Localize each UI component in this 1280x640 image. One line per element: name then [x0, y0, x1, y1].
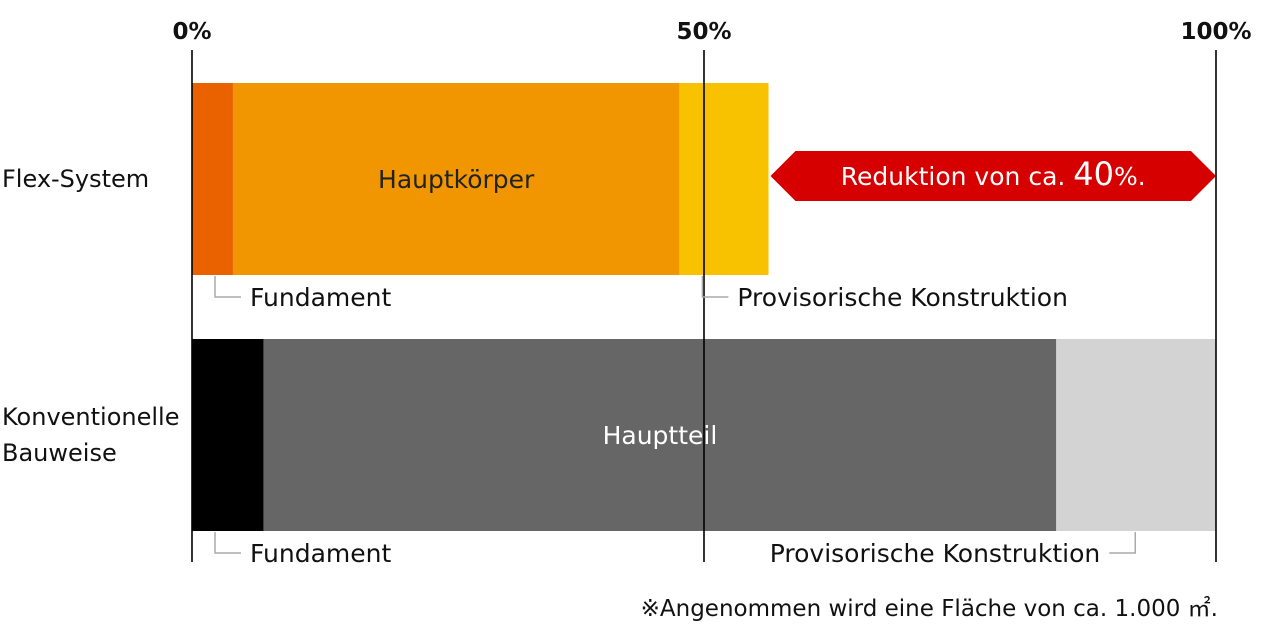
gridlines	[191, 50, 1217, 562]
callout-label-flex-provisorisch: Provisorische Konstruktion	[737, 283, 1068, 312]
reduction-text: Reduktion von ca. 40%.	[841, 155, 1146, 193]
callout-label-conv-provisorisch: Provisorische Konstruktion	[770, 539, 1101, 568]
footnote: ※Angenommen wird eine Fläche von ca. 1.0…	[641, 596, 1218, 622]
category-label-flex-line-0: Flex-System	[2, 165, 149, 193]
reduction-text-prefix: Reduktion von ca.	[841, 162, 1074, 191]
callout-line-conv-fundament	[214, 532, 241, 554]
callout-line-conv-provisorisch	[1109, 532, 1137, 554]
category-label-conv-line-1: Bauweise	[2, 439, 117, 467]
tick-label-50: 50%	[676, 19, 731, 45]
bar-segment-flex-hauptkoerper	[232, 83, 680, 275]
callout-line-flex-provisorisch	[701, 276, 729, 298]
tick-label-100: 100%	[1180, 19, 1251, 45]
callout-label-conv-fundament: Fundament	[250, 539, 391, 568]
tick-label-0: 0%	[172, 19, 211, 45]
bar-segment-flex-provisorisch	[679, 83, 769, 275]
bar-segment-conv-provisorisch	[1056, 339, 1216, 531]
reduction-annotation: Reduktion von ca. 40%.	[770, 151, 1216, 201]
reduction-number: 40	[1073, 155, 1114, 193]
category-label-conv-line-0: Konventionelle	[2, 403, 179, 431]
callout-line-flex-fundament	[214, 276, 241, 298]
bar-segment-conv-hauptteil	[263, 339, 1057, 531]
segment-label-conv-hauptteil: Hauptteil	[603, 421, 718, 450]
segment-label-flex-hauptkoerper: Hauptkörper	[378, 165, 535, 194]
reduction-text-suffix: %.	[1114, 162, 1146, 191]
bar-segment-conv-fundament	[192, 339, 264, 531]
bar-segment-flex-fundament	[192, 83, 233, 275]
reduction-arrow	[770, 151, 1216, 201]
x-axis-ticks: 0% 50% 100%	[172, 19, 1251, 45]
callout-label-flex-fundament: Fundament	[250, 283, 391, 312]
